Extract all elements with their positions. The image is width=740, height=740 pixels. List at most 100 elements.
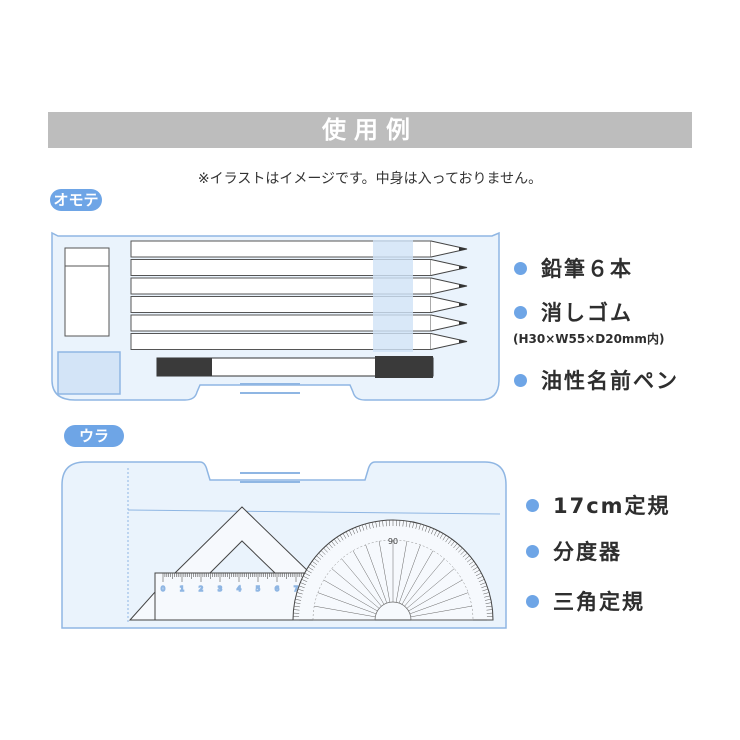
item-label: 鉛筆６本 — [541, 257, 633, 281]
protractor-tick — [405, 520, 408, 527]
item-label: 分度器 — [553, 540, 622, 564]
protractor-tick — [424, 525, 428, 532]
protractor-tick — [358, 525, 362, 532]
ruler-number: 4 — [237, 585, 242, 593]
protractor-tick — [352, 528, 355, 535]
front-badge: オモテ — [50, 189, 102, 211]
ruler-number: 7 — [294, 585, 298, 593]
protractor-tick — [466, 558, 472, 563]
protractor-tick — [460, 550, 466, 555]
protractor-ray — [395, 541, 408, 603]
protractor-tick — [342, 533, 347, 539]
disclaimer-note: ※イラストはイメージです。中身は入っておりません。 — [197, 171, 543, 187]
protractor-tick — [433, 530, 438, 536]
protractor-tick — [368, 522, 371, 529]
protractor-tick — [415, 522, 418, 529]
protractor-tick — [482, 588, 489, 592]
protractor-tick — [470, 563, 477, 568]
protractor-tick — [318, 552, 324, 558]
item-protractor: 分度器 — [526, 536, 622, 566]
protractor-tick — [355, 527, 359, 533]
protractor-tick — [382, 520, 384, 527]
pencil — [130, 333, 468, 350]
protractor-tick — [375, 521, 377, 528]
pen-cap — [157, 358, 212, 376]
item-label: 三角定規 — [553, 590, 645, 614]
ruler-number: 5 — [256, 585, 260, 593]
protractor-ray — [406, 568, 455, 609]
protractor-tick — [448, 538, 452, 545]
protractor-tick — [464, 555, 470, 560]
pencil — [130, 277, 468, 295]
protractor-tick — [431, 528, 434, 535]
protractor-ray — [404, 558, 445, 607]
protractor-tick — [320, 550, 326, 555]
protractor-tick — [475, 572, 482, 577]
bullet-icon — [514, 373, 527, 387]
item-label: 17cm定規 — [553, 494, 671, 518]
protractor-tick — [295, 598, 302, 601]
protractor-tick — [325, 545, 331, 551]
protractor-tick — [300, 582, 306, 586]
protractor-tick — [442, 535, 447, 541]
protractor-tick — [474, 569, 480, 574]
protractor-tick — [486, 609, 493, 611]
protractor-tick — [339, 535, 344, 541]
protractor-tick — [378, 520, 381, 527]
ruler-number: 0 — [161, 585, 165, 593]
protractor-tick — [402, 520, 404, 527]
protractor-ray — [352, 550, 385, 605]
protractor-tick — [483, 592, 490, 595]
protractor-tick — [450, 541, 455, 547]
protractor-ray — [409, 592, 469, 615]
protractor-ray — [314, 605, 376, 618]
protractor-tick — [331, 541, 336, 547]
protractor-tick — [427, 527, 431, 533]
protractor-tick — [298, 585, 305, 589]
ruler — [154, 572, 311, 621]
bullet-icon — [526, 544, 539, 558]
protractor-label: 90 — [388, 537, 398, 546]
protractor-tick — [486, 605, 493, 608]
protractor-tick — [462, 552, 468, 558]
item-label: 油性名前ペン — [541, 369, 679, 393]
protractor-tick — [316, 555, 322, 560]
protractor-tick — [361, 524, 365, 531]
ruler-number: 2 — [199, 585, 203, 593]
item-eraser: 消しゴム — [514, 297, 633, 327]
protractor-tick — [295, 595, 302, 598]
protractor-ray — [408, 579, 463, 612]
protractor-ray — [365, 544, 388, 604]
protractor-tick — [481, 585, 488, 589]
protractor-tick — [477, 575, 483, 580]
pencil — [130, 240, 468, 258]
ruler-number: 6 — [275, 585, 280, 593]
protractor-ray — [401, 550, 434, 605]
protractor-tick — [365, 523, 368, 530]
protractor-tick — [485, 602, 492, 604]
pen-end — [375, 356, 433, 378]
protractor-tick — [345, 531, 350, 538]
protractor-tick — [371, 522, 374, 529]
protractor-ray — [323, 579, 378, 612]
pencil — [130, 296, 468, 313]
protractor-ray — [317, 592, 377, 615]
protractor-tick — [468, 561, 475, 565]
protractor-tick — [296, 592, 303, 595]
protractor-tick — [301, 579, 308, 582]
protractor-ray — [398, 544, 421, 604]
protractor-tick — [297, 588, 304, 592]
page-title: 使用例 — [48, 112, 692, 148]
bullet-icon — [526, 498, 539, 512]
bullet-icon — [526, 594, 539, 608]
pencils — [130, 240, 468, 350]
protractor-tick — [336, 536, 341, 543]
protractor-ray — [410, 605, 472, 618]
protractor-tick — [453, 543, 458, 549]
item-name-pen: 油性名前ペン — [514, 365, 679, 395]
item-ruler: 17cm定規 — [526, 490, 671, 520]
item-label: 消しゴム — [541, 301, 633, 325]
protractor-rays — [293, 520, 493, 621]
protractor-tick — [323, 547, 328, 553]
